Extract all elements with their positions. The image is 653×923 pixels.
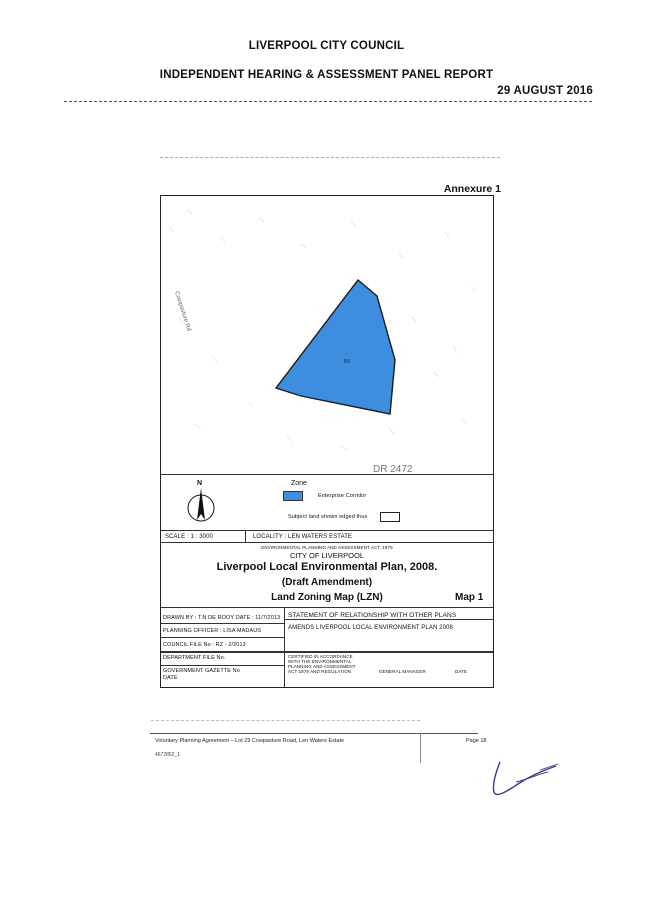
subject-land-polygon (274, 278, 396, 415)
act-line: ENVIRONMENTAL PLANNING AND ASSESSMENT AC… (261, 545, 393, 550)
header-rule (64, 101, 592, 102)
north-label: N (197, 480, 203, 487)
council-file: COUNCIL FILE No : RZ - 2/2013 (163, 642, 246, 648)
locality-label: LOCALITY : LEN WATERS ESTATE (253, 534, 353, 540)
general-manager-label: GENERAL MANAGER (379, 669, 426, 674)
certified-line-3: PLANNING AND ASSESSMENT (288, 664, 356, 669)
plan-title: Liverpool Local Environmental Plan, 2008… (216, 561, 438, 573)
certified-line-2: WITH THE ENVIRONMENTAL (288, 659, 352, 664)
draft-amendment-label: (Draft Amendment) (281, 577, 373, 588)
footer-rule (150, 733, 478, 734)
certified-line-1: CERTIFIED IN ACCORDANCE (288, 654, 353, 659)
annexure-label: Annexure 1 (443, 183, 501, 195)
zoning-map-sheet: Cowpasture Rd B6 DR 2472 N Zone Enterpri… (160, 195, 494, 688)
gazette-label: GOVERNMENT GAZETTE No (163, 668, 240, 674)
map-number: Map 1 (455, 592, 484, 603)
signature-mark (492, 761, 559, 796)
report-date: 29 AUGUST 2016 (497, 85, 593, 97)
map-area: Cowpasture Rd B6 DR 2472 (168, 209, 476, 474)
road-label-left: Cowpasture Rd (173, 291, 191, 332)
certified-line-4: ACT 1979 AND REGULATION (288, 669, 352, 674)
legend-zone-name: Enterprise Corridor (318, 493, 367, 499)
legend-subject-text: Subject land shown edged thus (288, 514, 368, 520)
footer-text: Voluntary Planning Agreement – Lot 29 Co… (155, 738, 345, 744)
department-file: DEPARTMENT FILE No. (163, 655, 226, 661)
footer-dots (151, 720, 420, 721)
north-arrow-icon (187, 488, 215, 522)
statement-label: STATEMENT OF RELATIONSHIP WITH OTHER PLA… (288, 612, 457, 619)
footer-ref: 4672852_1 (155, 752, 181, 758)
gm-date-label: DATE (455, 669, 468, 674)
drawn-by: DRAWN BY : T.N DE ROOY DATE : 11/7/2013 (163, 615, 281, 621)
city-label: CITY OF LIVERPOOL (289, 551, 365, 560)
footer-page: Page 18 (466, 738, 487, 744)
map-title: Land Zoning Map (LZN) (271, 592, 383, 603)
amends-label: AMENDS LIVERPOOL LOCAL ENVIRONMENT PLAN … (288, 625, 453, 631)
legend-zone-swatch (283, 491, 303, 501)
council-name: LIVERPOOL CITY COUNCIL (248, 40, 405, 52)
planning-officer: PLANNING OFFICER : LISA MADAUS (163, 628, 262, 634)
zone-code-label: B6 (344, 359, 350, 365)
legend-subject-swatch (380, 512, 400, 522)
report-title: INDEPENDENT HEARING & ASSESSMENT PANEL R… (159, 69, 494, 81)
road-label-bottom: DR 2472 (373, 464, 413, 474)
scan-top-rule (160, 157, 500, 158)
scale-label: SCALE : 1 : 3000 (165, 534, 213, 540)
date-label: DATE (163, 675, 178, 681)
footer-divider (420, 733, 421, 763)
legend-title: Zone (291, 480, 307, 487)
